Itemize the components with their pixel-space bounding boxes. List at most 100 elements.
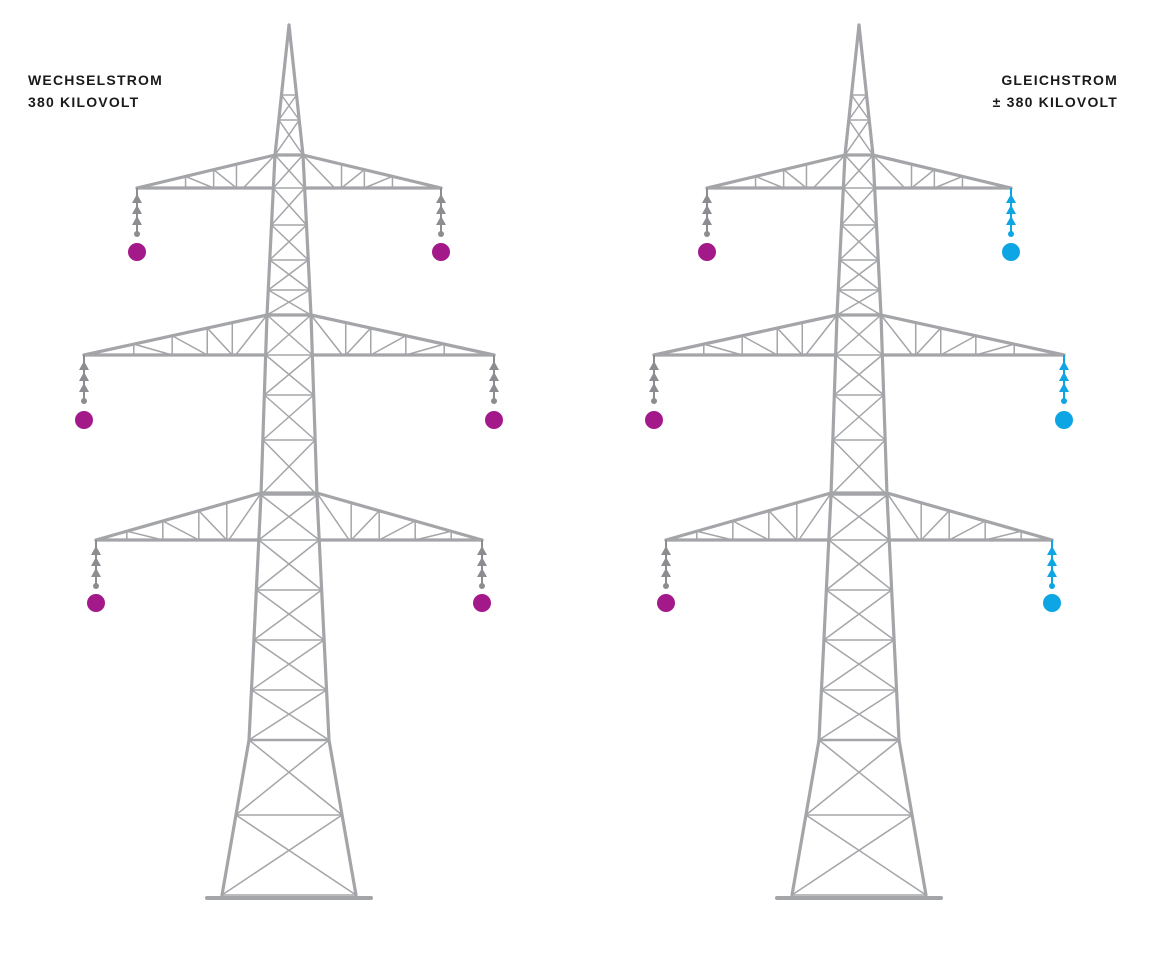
lattice-brace (269, 224, 308, 261)
conductor-middle-right (485, 411, 503, 429)
lattice-brace (848, 94, 868, 121)
crossarm-top-chord (94, 491, 263, 542)
insulator-disc (79, 383, 89, 392)
lattice-brace (805, 739, 900, 816)
crossarm-top-chord (885, 491, 1054, 542)
insulator-disc (1006, 194, 1016, 203)
ac-pylon (75, 23, 503, 900)
lattice-brace (828, 539, 893, 591)
conductor-middle-left (75, 411, 93, 429)
crossarm-brace (768, 510, 798, 541)
lattice-brace (235, 814, 357, 896)
crossarm-top-chord (705, 153, 847, 190)
lattice-brace (844, 119, 870, 156)
conductor-middle-right (1055, 411, 1073, 429)
insulator-disc (661, 557, 671, 566)
lattice-brace (850, 94, 870, 121)
crossarm-brace (703, 343, 743, 356)
crossarm-brace (310, 314, 343, 356)
lattice-brace (839, 259, 881, 291)
insulator-disc (91, 557, 101, 566)
lattice-brace (221, 814, 343, 896)
insulator-clamp (663, 583, 669, 589)
lattice-brace (842, 187, 878, 226)
insulator-disc (649, 383, 659, 392)
conductor-middle-left (645, 411, 663, 429)
lattice-brace (830, 494, 890, 541)
insulator-disc (1059, 383, 1069, 392)
crossarm-top-chord (652, 313, 839, 357)
dc-pylon (645, 23, 1073, 900)
insulator-disc (661, 568, 671, 577)
crossarm-brace (198, 510, 228, 541)
lattice-brace (278, 94, 298, 121)
crossarm-top-chord (871, 153, 1013, 190)
lattice-brace (842, 154, 874, 189)
conductor-top-left (128, 243, 146, 261)
insulator-disc (436, 194, 446, 203)
tower-leg-left (220, 23, 291, 897)
crossarm-brace (975, 343, 1015, 356)
lattice-brace (836, 314, 883, 356)
insulator-disc (477, 546, 487, 555)
crossarm-top-chord (301, 153, 443, 190)
crossarm-top-chord (135, 153, 277, 190)
insulator-disc (702, 205, 712, 214)
crossarm-brace (776, 327, 803, 356)
insulator-disc (1047, 557, 1057, 566)
crossarm-brace (171, 335, 208, 356)
lattice-brace (832, 394, 885, 441)
lattice-brace (260, 494, 320, 541)
crossarm-brace (696, 530, 733, 541)
lattice-brace (248, 689, 327, 741)
lattice-brace (791, 814, 913, 896)
crossarm-brace (732, 520, 770, 541)
crossarm-brace (345, 327, 372, 356)
insulator-clamp (134, 231, 140, 237)
lattice-brace (825, 589, 895, 641)
crossarm-brace (415, 530, 452, 541)
dc-tower-voltage: ± 380 KILOVOLT (992, 94, 1118, 110)
lattice-brace (265, 354, 315, 396)
conductor-bottom-left (87, 594, 105, 612)
lattice-brace (823, 639, 897, 691)
crossarm-brace (934, 175, 963, 189)
crossarm-brace (872, 154, 906, 189)
insulator-clamp (1061, 398, 1067, 404)
lattice-brace (280, 94, 300, 121)
lattice-brace (835, 354, 885, 396)
insulator-disc (132, 194, 142, 203)
crossarm-brace (940, 335, 977, 356)
lattice-brace (272, 154, 304, 189)
crossarm-brace (798, 492, 832, 541)
crossarm-brace (880, 314, 913, 356)
lattice-brace (262, 394, 315, 441)
lattice-brace (258, 539, 323, 591)
crossarm-brace (235, 314, 268, 356)
lattice-brace (823, 589, 893, 641)
lattice-brace (835, 314, 882, 356)
lattice-brace (821, 689, 900, 741)
insulator-disc (91, 546, 101, 555)
crossarm-brace (920, 510, 950, 541)
crossarm-brace (162, 520, 200, 541)
insulator-clamp (1008, 231, 1014, 237)
insulator-disc (1006, 216, 1016, 225)
conductor-bottom-left (657, 594, 675, 612)
lattice-brace (248, 739, 343, 816)
lattice-brace (255, 539, 320, 591)
insulator-clamp (704, 231, 710, 237)
dc-tower-label: GLEICHSTROM ± 380 KILOVOLT (993, 69, 1118, 113)
insulator-disc (436, 205, 446, 214)
lattice-brace (258, 494, 318, 541)
crossarm-brace (886, 492, 920, 541)
crossarm-brace (242, 154, 276, 189)
crossarm-brace (812, 154, 846, 189)
insulator-disc (1047, 546, 1057, 555)
insulator-disc (477, 568, 487, 577)
lattice-brace (821, 639, 895, 691)
crossarm-brace (378, 520, 416, 541)
ac-tower-voltage: 380 KILOVOLT (28, 94, 140, 110)
lattice-brace (848, 119, 874, 156)
